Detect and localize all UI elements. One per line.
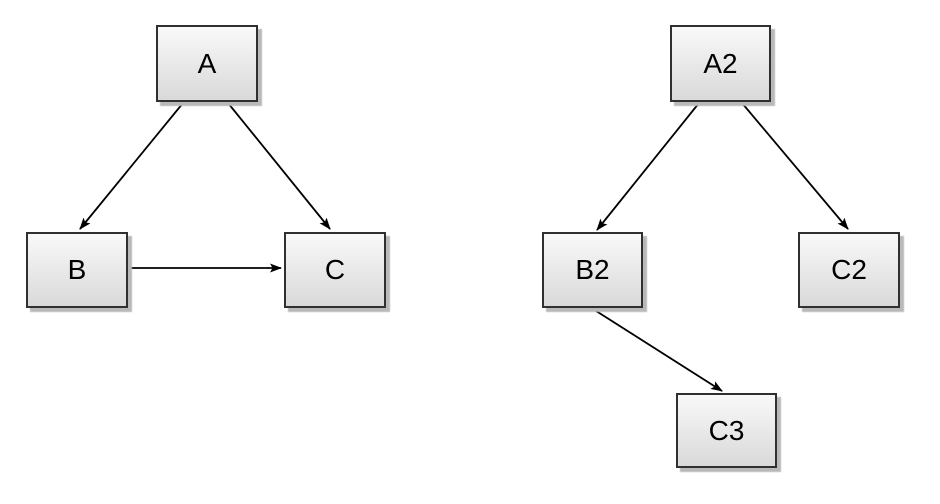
node-label-C3: C3 — [708, 414, 745, 446]
node-label-C2: C2 — [831, 254, 867, 285]
node-A2[interactable]: A2 — [670, 25, 771, 102]
node-B[interactable]: B — [26, 232, 128, 308]
edge-A-B — [79, 102, 184, 230]
node-label-A2: A2 — [703, 47, 738, 79]
node-label-B: B — [67, 254, 87, 285]
node-C[interactable]: C — [284, 232, 386, 308]
edge-A-C — [227, 102, 331, 230]
node-label-A: A — [197, 47, 217, 79]
node-C2[interactable]: C2 — [798, 232, 900, 308]
edge-B2-C3 — [592, 308, 723, 392]
node-label-B2: B2 — [575, 254, 610, 285]
edge-A2-C2 — [741, 102, 849, 230]
node-label-C: C — [324, 254, 346, 285]
node-B2[interactable]: B2 — [542, 232, 643, 308]
node-C3[interactable]: C3 — [676, 393, 777, 468]
node-A[interactable]: A — [156, 25, 258, 102]
edge-A2-B2 — [596, 102, 700, 231]
